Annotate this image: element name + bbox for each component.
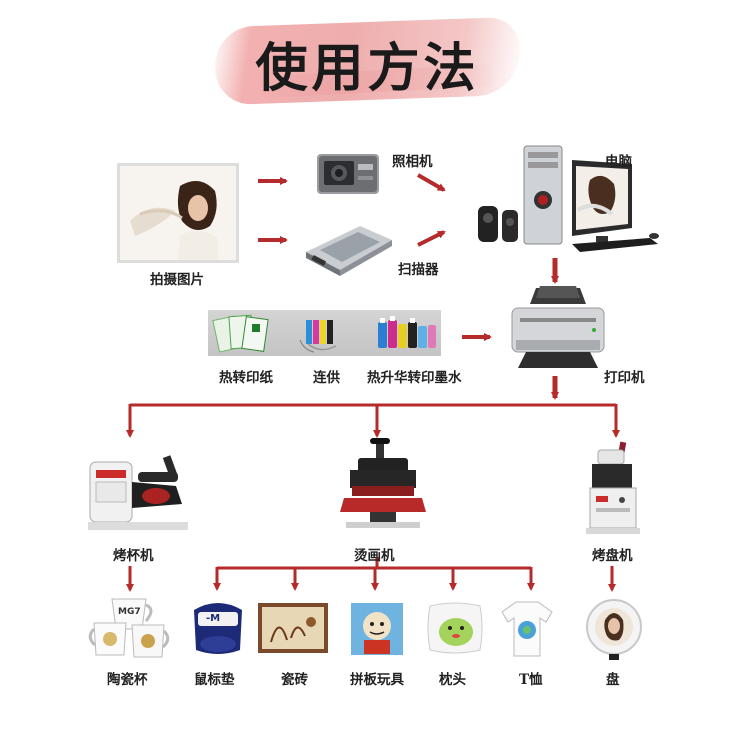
puzzle-image <box>350 602 404 656</box>
mug-print-text: MG7 <box>118 607 141 617</box>
ciss-image <box>299 320 337 353</box>
pillow-image <box>426 600 484 656</box>
scanner-image <box>300 222 396 278</box>
label-camera: 照相机 <box>392 154 433 170</box>
label-scanner: 扫描器 <box>398 262 439 278</box>
mousepad-image: -M <box>190 600 246 658</box>
label-heat-press: 烫画机 <box>354 548 395 564</box>
label-pillow: 枕头 <box>439 672 466 688</box>
supplies-band <box>208 310 441 356</box>
label-printer: 打印机 <box>604 370 645 386</box>
camera-image <box>316 152 380 196</box>
label-ink: 热升华转印墨水 <box>367 370 462 386</box>
mug-image: MG7 <box>88 595 172 661</box>
label-plate: 盘 <box>606 672 620 688</box>
tile-image <box>257 602 329 654</box>
label-tshirt: T恤 <box>519 672 543 688</box>
plate-image <box>585 598 643 662</box>
computer-image <box>472 140 662 255</box>
plate-press-image <box>584 440 642 536</box>
label-photo: 拍摄图片 <box>150 272 204 288</box>
arrow-scanner-computer <box>417 230 446 247</box>
label-paper: 热转印纸 <box>219 370 273 386</box>
label-mousepad: 鼠标垫 <box>194 672 235 688</box>
label-puzzle: 拼板玩具 <box>350 672 404 688</box>
label-computer: 电脑 <box>605 154 632 170</box>
ink-image <box>378 316 436 348</box>
paper-image <box>212 314 269 353</box>
label-mug-press: 烤杯机 <box>113 548 154 564</box>
heat-press-image <box>340 436 426 530</box>
printer-image <box>506 284 610 374</box>
label-plate-press: 烤盘机 <box>592 548 633 564</box>
arrow-camera-computer <box>417 173 446 192</box>
label-tile: 瓷砖 <box>281 672 308 688</box>
photo-image <box>117 163 239 263</box>
mousepad-print-text: -M <box>206 613 221 624</box>
label-ciss: 连供 <box>313 370 340 386</box>
mug-press-image <box>86 452 192 534</box>
tshirt-image <box>500 600 554 658</box>
label-mug: 陶瓷杯 <box>107 672 148 688</box>
page-title: 使用方法 <box>255 38 480 99</box>
